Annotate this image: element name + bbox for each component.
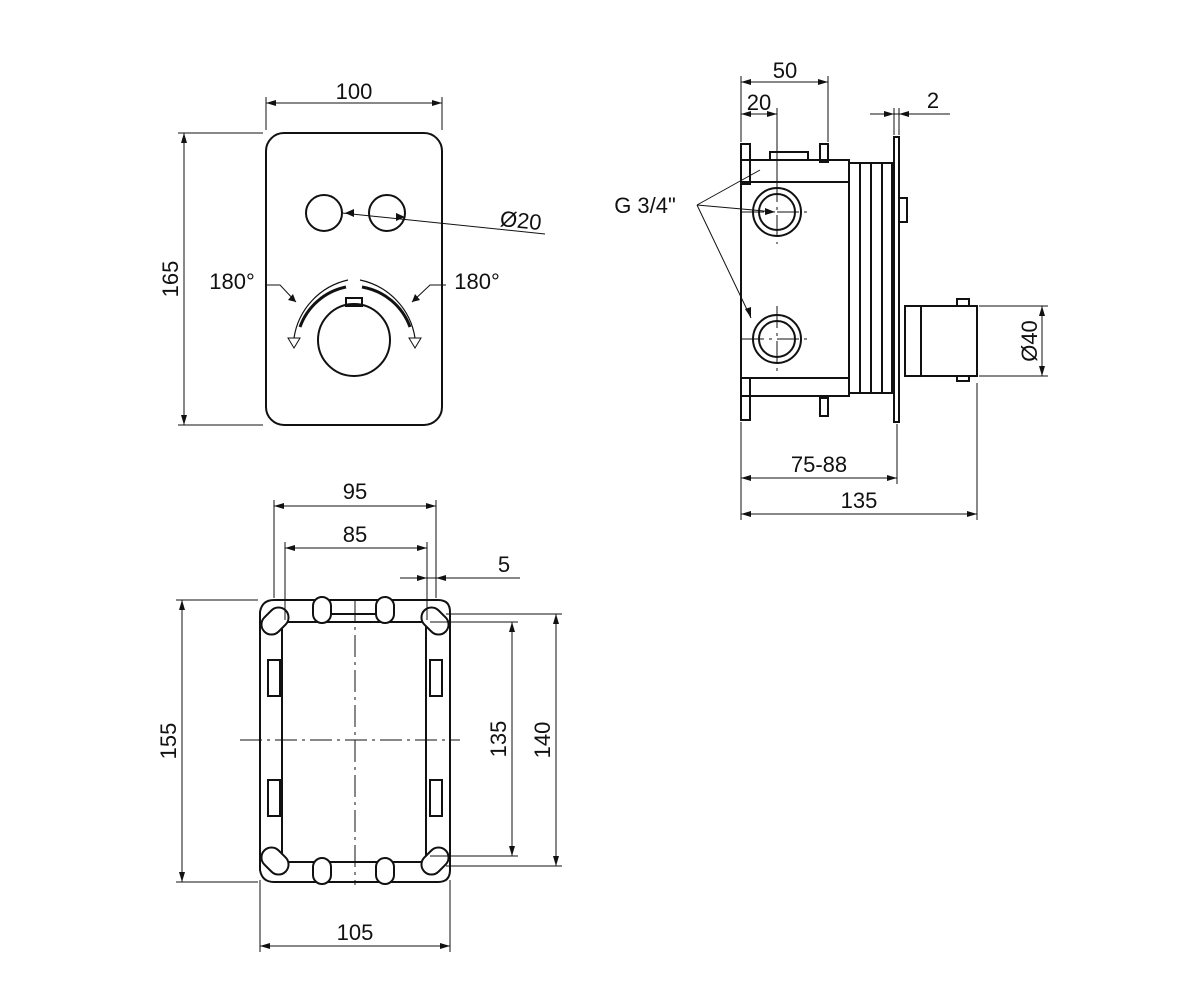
box-view: 95 85 5 155 135 140 bbox=[156, 479, 562, 952]
dim-arrow-icon bbox=[266, 100, 276, 106]
label-side-plate: 2 bbox=[927, 88, 939, 113]
dim-arrow-icon bbox=[417, 545, 427, 551]
dim-arrow-icon bbox=[285, 545, 295, 551]
mounting-flange-bottom bbox=[740, 377, 751, 421]
leader-arrowhead-right-icon bbox=[412, 294, 420, 302]
slot-top-2 bbox=[375, 596, 395, 624]
dim-arrow-icon bbox=[432, 100, 442, 106]
button-right bbox=[368, 194, 406, 232]
rotation-arc-left bbox=[298, 285, 347, 328]
slot-top-left bbox=[260, 606, 290, 636]
button-left bbox=[305, 194, 343, 232]
dim-arrow-icon bbox=[741, 475, 751, 481]
leader-180-right bbox=[411, 284, 446, 303]
slot-top-1 bbox=[312, 596, 332, 624]
dim-arrow-icon bbox=[1039, 306, 1045, 316]
dim-arrow-icon bbox=[767, 111, 777, 117]
leader-thread bbox=[696, 204, 752, 319]
rotation-arrow-left-icon bbox=[287, 337, 301, 349]
dim-arrow-icon bbox=[1039, 366, 1045, 376]
box-frame-outer bbox=[259, 599, 451, 883]
label-install-depth: 75-88 bbox=[791, 452, 847, 477]
slot-bottom-1 bbox=[312, 857, 332, 885]
cartridge-pin-bottom bbox=[956, 375, 970, 382]
label-side-depth-outer: 50 bbox=[773, 58, 797, 83]
rotation-arrow-right-icon bbox=[408, 337, 422, 349]
label-box-height-mid: 140 bbox=[530, 722, 555, 759]
dim-arrow-icon bbox=[436, 575, 446, 581]
label-box-height-inner: 135 bbox=[486, 721, 511, 758]
dim-arrow-icon bbox=[179, 600, 185, 610]
dim-arrow-icon bbox=[179, 872, 185, 882]
flange-tab-bottom bbox=[819, 397, 829, 417]
plate-clip bbox=[898, 197, 908, 223]
side-view: G 3/4" 50 20 2 Ø40 75-88 bbox=[614, 58, 1048, 520]
dim-arrow-icon bbox=[181, 415, 187, 425]
side-tab-right-top bbox=[429, 659, 443, 697]
slot-bottom-left bbox=[260, 846, 290, 876]
dim-arrow-icon bbox=[899, 111, 909, 117]
label-cartridge-diameter: Ø40 bbox=[1017, 320, 1042, 362]
dim-arrow-icon bbox=[509, 846, 515, 856]
front-view: 180° 180° Ø20 100 165 bbox=[158, 79, 546, 426]
wall-plate bbox=[893, 136, 900, 423]
flange-tab-top bbox=[819, 143, 829, 163]
dim-arrow-icon bbox=[553, 614, 559, 624]
label-box-width-outer: 95 bbox=[343, 479, 367, 504]
dim-arrow-icon bbox=[274, 503, 284, 509]
dim-arrow-icon bbox=[967, 511, 977, 517]
dim-arrow-icon bbox=[741, 511, 751, 517]
leader-arrowhead-left-icon bbox=[288, 294, 296, 302]
rotation-arc-right-outer bbox=[359, 279, 416, 339]
dim-arrow-icon bbox=[553, 856, 559, 866]
dim-arrow-icon bbox=[818, 79, 828, 85]
cartridge-pin bbox=[956, 298, 970, 307]
leader-arrowhead-d20b-icon bbox=[396, 213, 405, 221]
slot-top-right bbox=[420, 606, 450, 636]
label-button-diameter: Ø20 bbox=[499, 206, 543, 235]
label-side-depth-inner: 20 bbox=[747, 90, 771, 115]
side-tab-left-bottom bbox=[267, 779, 281, 817]
leader-thread bbox=[696, 204, 776, 213]
leader-arrowhead-d20-icon bbox=[345, 209, 354, 217]
label-thread-size: G 3/4" bbox=[614, 193, 676, 218]
leader-arrowhead-icon bbox=[765, 208, 775, 215]
dim-arrow-icon bbox=[887, 475, 897, 481]
dim-arrow-icon bbox=[426, 503, 436, 509]
dim-arrow-icon bbox=[181, 133, 187, 143]
label-box-width-inner: 85 bbox=[343, 522, 367, 547]
side-tab-left-top bbox=[267, 659, 281, 697]
label-box-height-total: 155 bbox=[156, 723, 181, 760]
leader-arrowhead-icon bbox=[745, 307, 751, 318]
dim-arrow-icon bbox=[417, 575, 427, 581]
dim-arrow-icon bbox=[884, 111, 894, 117]
side-tab-right-bottom bbox=[429, 779, 443, 817]
label-front-height: 165 bbox=[158, 261, 183, 298]
cartridge-extension bbox=[904, 305, 978, 377]
leader-thread bbox=[696, 169, 761, 206]
label-front-width: 100 bbox=[336, 79, 373, 104]
dim-arrow-icon bbox=[260, 943, 270, 949]
label-rotation-left: 180° bbox=[209, 269, 255, 294]
leader-180-left bbox=[266, 284, 297, 303]
label-box-width-bottom: 105 bbox=[337, 920, 374, 945]
cover-plate bbox=[265, 132, 443, 426]
dim-arrow-icon bbox=[509, 622, 515, 632]
box-frame-inner bbox=[281, 621, 427, 863]
rotation-arc-right bbox=[361, 285, 412, 328]
rotation-arc-left-outer bbox=[293, 279, 349, 339]
slot-bottom-right bbox=[420, 846, 450, 876]
dim-arrow-icon bbox=[741, 79, 751, 85]
label-box-lug: 5 bbox=[498, 552, 510, 577]
slot-bottom-2 bbox=[375, 857, 395, 885]
thermostat-knob bbox=[317, 303, 391, 377]
top-lug bbox=[769, 151, 809, 160]
label-rotation-right: 180° bbox=[454, 269, 500, 294]
dim-arrow-icon bbox=[741, 111, 751, 117]
dim-arrow-icon bbox=[440, 943, 450, 949]
knob-indicator bbox=[345, 297, 363, 307]
leader-button-diameter bbox=[341, 212, 546, 235]
label-total-depth: 135 bbox=[841, 488, 878, 513]
